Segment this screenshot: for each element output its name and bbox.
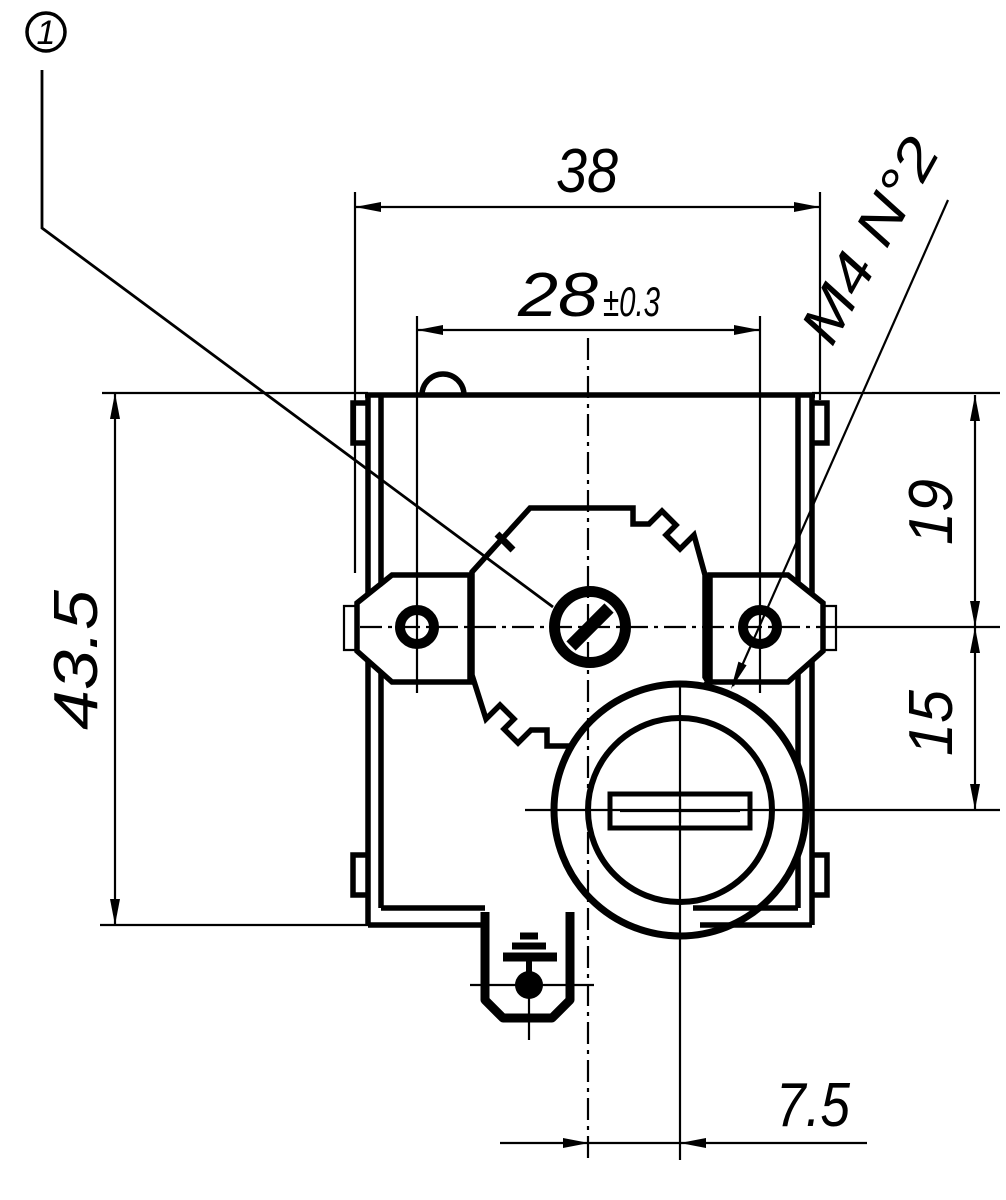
dim38-arrow-left xyxy=(355,202,381,212)
dim28-arrow-left xyxy=(417,325,443,335)
dim15-arrow-top xyxy=(970,627,980,653)
dimension-43-5: 43.5 xyxy=(42,391,370,927)
ear-step-left xyxy=(342,604,357,652)
dimension-15: 15 xyxy=(897,627,980,810)
dim15-value: 15 xyxy=(897,690,966,756)
dim15-arrow-bottom xyxy=(970,784,980,810)
cam-index-tick xyxy=(494,531,516,553)
side-tab-bottom-right xyxy=(812,852,830,898)
body-bottom-right-edges xyxy=(693,905,812,928)
dim75-arrow-left xyxy=(563,1138,589,1148)
dim28-tolerance: ±0.3 xyxy=(603,278,660,325)
thread-label: M4 N°2 xyxy=(787,126,951,353)
dimension-19: 19 xyxy=(812,391,1000,627)
thread-leader-arrow xyxy=(731,661,747,689)
dim38-arrow-right xyxy=(794,202,820,212)
balloon-circle xyxy=(25,11,67,53)
mounting-ear-left xyxy=(354,572,473,685)
balloon-leader-line xyxy=(40,70,554,609)
dim28-value: 28 xyxy=(517,261,599,330)
dim435-value: 43.5 xyxy=(42,589,111,730)
balloon-number: 1 xyxy=(37,14,56,52)
centerlines-group xyxy=(360,316,1000,1160)
dimension-38: 38 xyxy=(353,137,822,573)
dim38-value: 38 xyxy=(556,137,618,206)
dim19-value: 19 xyxy=(897,479,966,545)
dim28-value-group: 28±0.3 xyxy=(517,261,660,330)
ground-terminal-dot xyxy=(515,971,543,999)
thread-leader-line xyxy=(731,199,950,687)
dim28-arrow-right xyxy=(734,325,760,335)
side-tab-bottom-left xyxy=(350,852,368,898)
mounting-ear-right xyxy=(707,572,826,685)
balloon-callout: 1 xyxy=(25,11,554,609)
dim435-arrow-top xyxy=(110,393,120,419)
dim19-arrow-top xyxy=(970,395,980,421)
dim75-arrow-right xyxy=(680,1138,706,1148)
dim19-arrow-bottom xyxy=(970,601,980,627)
ground-symbol-icon xyxy=(503,932,557,999)
side-tab-top-left xyxy=(350,400,368,446)
dim435-arrow-bottom xyxy=(110,899,120,925)
dimension-28: 28±0.3 xyxy=(417,261,760,335)
dim75-value: 7.5 xyxy=(776,1071,850,1140)
dimension-7-5: 7.5 xyxy=(500,1071,867,1148)
top-bump-arc xyxy=(419,371,467,396)
ground-terminal-group xyxy=(470,912,594,1040)
side-tab-top-right xyxy=(812,400,830,446)
